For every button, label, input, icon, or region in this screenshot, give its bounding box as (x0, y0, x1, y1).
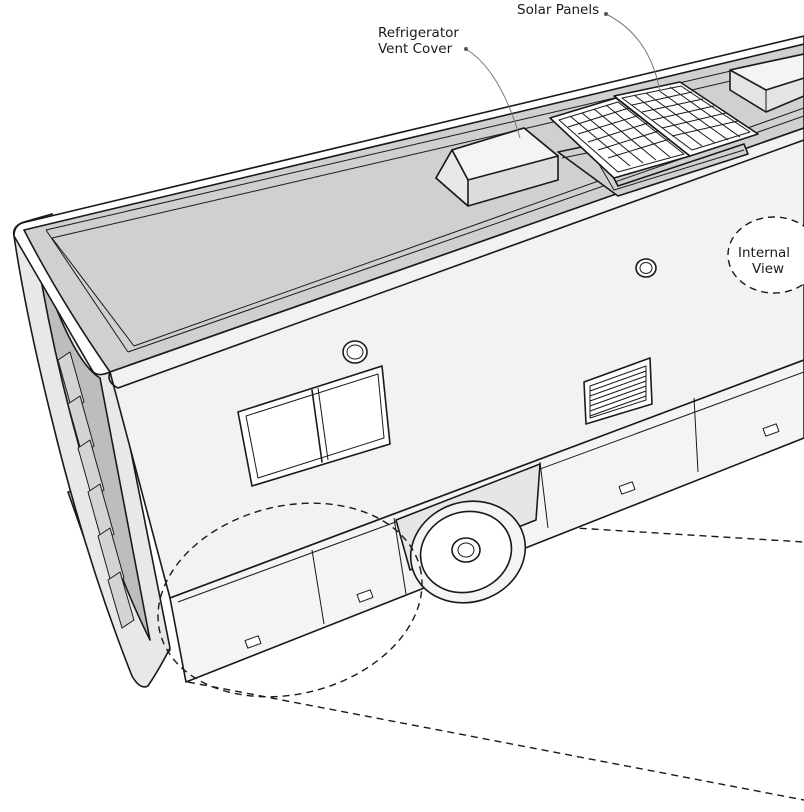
side-window (237, 365, 391, 487)
leader-lines (464, 12, 661, 139)
solar-panel-left (549, 97, 691, 179)
leader-dot-solar (604, 12, 608, 16)
rv-wheel (395, 463, 541, 604)
side-vent (583, 357, 653, 425)
internal-view-callout (727, 216, 804, 294)
label-refrigerator: Refrigerator (378, 25, 459, 41)
label-internal: Internal (738, 245, 790, 261)
solar-panel-right (613, 81, 759, 157)
leader-dot-vent (464, 47, 468, 51)
rv-side-wall (108, 127, 804, 599)
label-solar-panels: Solar Panels (517, 2, 599, 18)
annotation-labels: Solar Panels Refrigerator Vent Cover Int… (378, 2, 790, 277)
zoom-circle-rear (157, 502, 423, 698)
side-lights (342, 258, 657, 364)
label-vent-cover: Vent Cover (378, 41, 453, 57)
solar-panels (549, 81, 759, 197)
refrigerator-vent-cover (435, 127, 559, 207)
roof-air-unit (729, 53, 804, 113)
end-louvers (57, 351, 135, 629)
rv-end-cap (12, 213, 171, 688)
label-view: View (752, 261, 784, 277)
